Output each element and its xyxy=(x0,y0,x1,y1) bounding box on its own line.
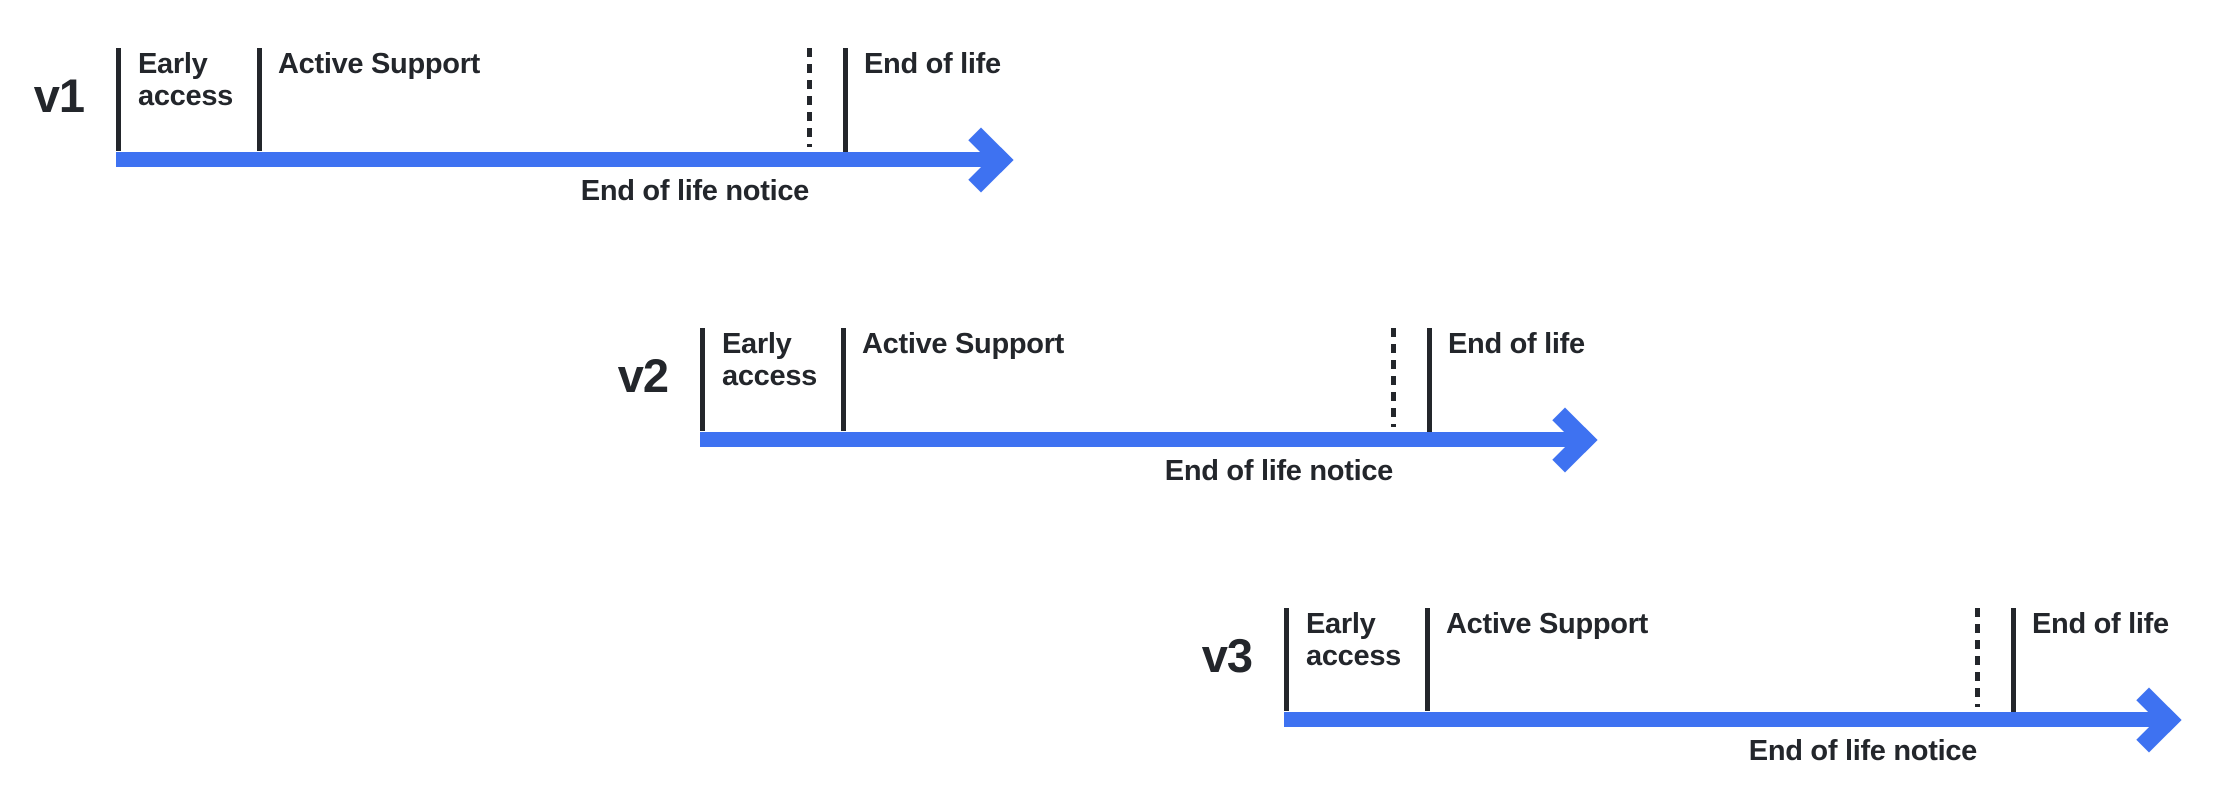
version-label: v1 xyxy=(33,69,85,122)
active-support-start-tick xyxy=(841,328,846,431)
active-support-label: Active Support xyxy=(862,328,1065,360)
timeline-arrow-bar xyxy=(116,152,996,167)
early-access-label: Early access xyxy=(722,328,817,392)
early-access-start-tick xyxy=(1284,608,1289,711)
end-of-life-label: End of life xyxy=(1448,328,1585,360)
end-of-life-notice-label: End of life notice xyxy=(1164,455,1394,487)
timeline-row-v1: v1 Early access Active Support End of li… xyxy=(34,48,1116,218)
timeline-row-v3: v3 Early access Active Support End of li… xyxy=(1202,608,2228,778)
end-of-life-tick xyxy=(843,48,848,152)
active-support-label: Active Support xyxy=(278,48,481,80)
early-access-start-tick xyxy=(116,48,121,151)
active-support-start-tick xyxy=(1425,608,1430,711)
active-support-label: Active Support xyxy=(1446,608,1649,640)
eol-notice-dashed-line xyxy=(807,48,812,147)
arrowhead-icon xyxy=(2116,687,2182,753)
end-of-life-tick xyxy=(2011,608,2016,712)
end-of-life-tick xyxy=(1427,328,1432,432)
early-access-start-tick xyxy=(700,328,705,431)
version-label: v3 xyxy=(1201,629,1253,682)
timeline-arrow-bar xyxy=(1284,712,2164,727)
active-support-start-tick xyxy=(257,48,262,151)
timeline-row-v2: v2 Early access Active Support End of li… xyxy=(618,328,1700,498)
end-of-life-notice-label: End of life notice xyxy=(1748,735,1978,767)
early-access-label: Early access xyxy=(138,48,233,112)
end-of-life-label: End of life xyxy=(2032,608,2169,640)
early-access-label: Early access xyxy=(1306,608,1401,672)
arrowhead-icon xyxy=(1532,407,1598,473)
end-of-life-notice-label: End of life notice xyxy=(580,175,810,207)
end-of-life-label: End of life xyxy=(864,48,1001,80)
version-label: v2 xyxy=(617,349,669,402)
timeline-arrow-bar xyxy=(700,432,1580,447)
eol-notice-dashed-line xyxy=(1975,608,1980,707)
eol-notice-dashed-line xyxy=(1391,328,1396,427)
arrowhead-icon xyxy=(948,127,1014,193)
